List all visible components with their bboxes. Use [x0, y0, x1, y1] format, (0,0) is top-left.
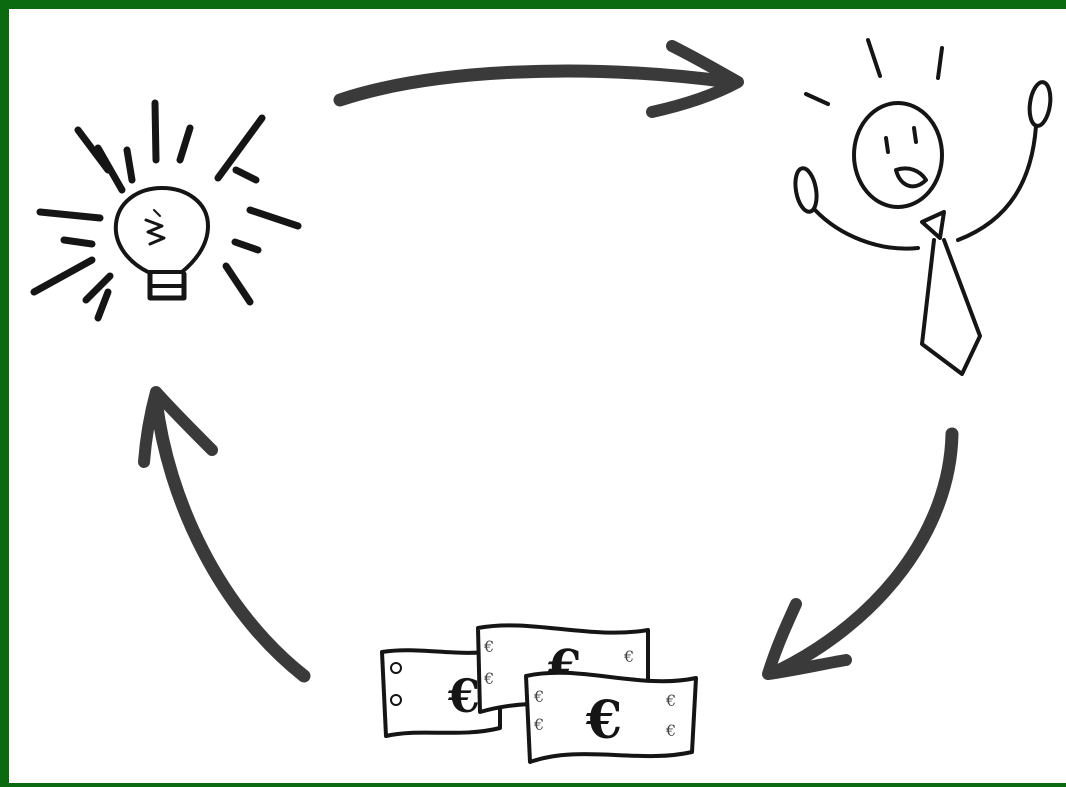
lightbulb-filament	[146, 220, 164, 244]
left-arm	[815, 210, 918, 249]
right-eye	[914, 128, 916, 142]
tie-knot	[922, 212, 944, 238]
svg-text:€: €	[665, 721, 676, 740]
svg-text:€: €	[533, 715, 544, 734]
svg-text:€: €	[665, 691, 676, 710]
svg-text:€: €	[623, 647, 634, 666]
svg-text:€: €	[483, 637, 494, 656]
svg-text:€: €	[533, 687, 544, 706]
euro-symbol: €	[585, 690, 622, 751]
arrow-entrepreneur-to-money	[768, 434, 952, 674]
lightbulb-glass	[116, 188, 208, 272]
right-hand	[1027, 81, 1053, 127]
arrow-idea-to-entrepreneur	[340, 46, 738, 112]
businessman-smile	[896, 168, 926, 186]
banknote: € € € € €	[526, 673, 696, 762]
arrow-money-to-idea	[144, 392, 304, 676]
euro-symbol: €	[447, 669, 480, 723]
left-eye	[886, 138, 888, 152]
necktie	[922, 240, 980, 374]
happy-businessman-icon	[792, 40, 1053, 374]
lightbulb-icon	[34, 103, 298, 318]
excitement-marks	[806, 40, 942, 104]
left-hand	[792, 167, 819, 214]
svg-text:€: €	[483, 669, 494, 688]
businessman-head	[854, 103, 942, 207]
right-arm	[958, 126, 1036, 240]
euro-banknotes-icon: € € € € € € € € € €	[382, 625, 696, 762]
